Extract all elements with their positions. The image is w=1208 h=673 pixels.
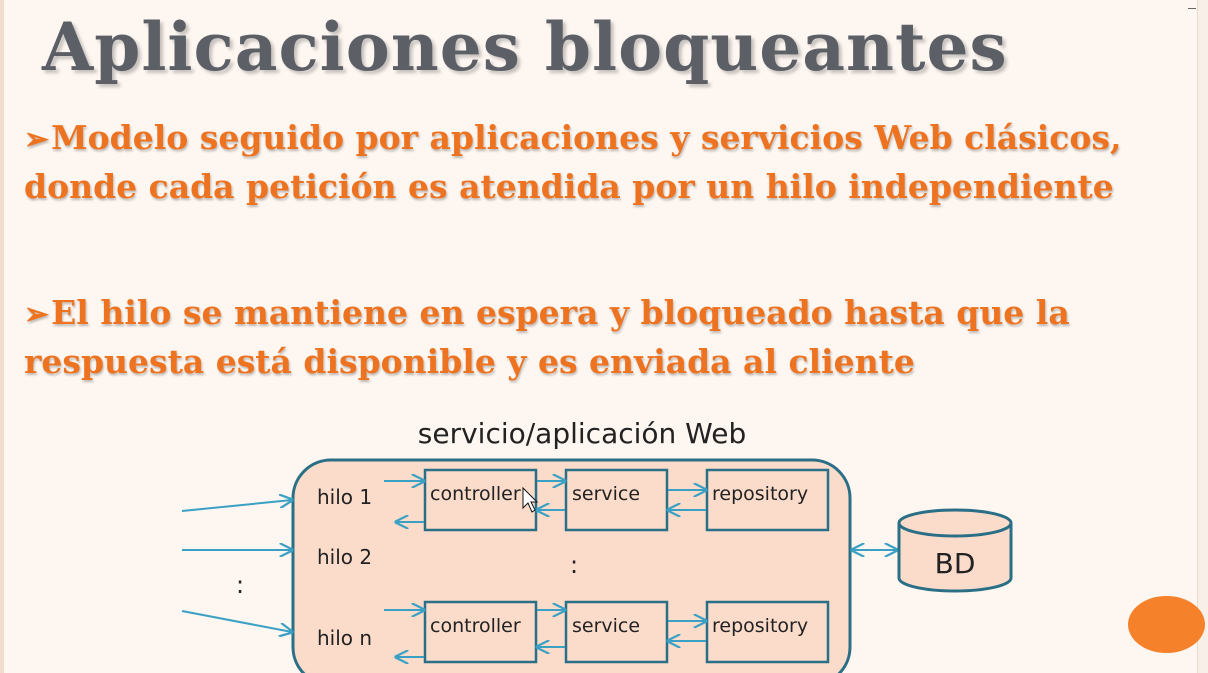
thread-label-1: hilo 1: [317, 485, 372, 509]
bullet-arrow-icon: ➢: [24, 297, 50, 332]
thread-label-n: hilo n: [317, 626, 372, 650]
service-box: [564, 468, 669, 532]
left-ellipsis: :: [236, 571, 244, 599]
minimize-icon[interactable]: [1188, 8, 1196, 9]
controller-box: [423, 600, 538, 664]
middle-ellipsis: :: [570, 551, 578, 579]
repository-label: repository: [712, 483, 808, 505]
controller-label: controller: [430, 615, 521, 637]
repository-box: [705, 600, 830, 664]
database-icon: [897, 508, 1013, 593]
bullet-item-1: ➢Modelo seguido por aplicaciones y servi…: [24, 114, 1184, 210]
database-label: BD: [935, 547, 976, 580]
service-box: [564, 600, 669, 664]
request-arrow-n: [181, 610, 292, 632]
decorative-circle: [1128, 596, 1205, 653]
scrollbar[interactable]: [1197, 0, 1208, 673]
service-label: service: [572, 483, 640, 505]
diagram-title: servicio/aplicación Web: [418, 417, 746, 450]
bullet-text-2: El hilo se mantiene en espera y bloquead…: [24, 293, 1070, 381]
bullet-item-2: ➢El hilo se mantiene en espera y bloquea…: [24, 289, 1184, 385]
repository-label: repository: [712, 615, 808, 637]
bullet-text-1: Modelo seguido por aplicaciones y servic…: [24, 118, 1122, 206]
mouse-cursor-icon: [522, 486, 539, 513]
slide-left-edge: [0, 0, 4, 673]
request-arrow-1: [181, 500, 292, 512]
controller-label: controller: [430, 483, 521, 505]
bullet-arrow-icon: ➢: [24, 122, 50, 157]
repository-box: [705, 468, 830, 532]
thread-label-2: hilo 2: [317, 545, 372, 569]
service-label: service: [572, 615, 640, 637]
slide-title: Aplicaciones bloqueantes: [42, 8, 1008, 86]
web-service-diagram: servicio/aplicación Web : hilo 1 hilo 2 …: [181, 417, 1013, 673]
controller-box: [423, 468, 538, 532]
